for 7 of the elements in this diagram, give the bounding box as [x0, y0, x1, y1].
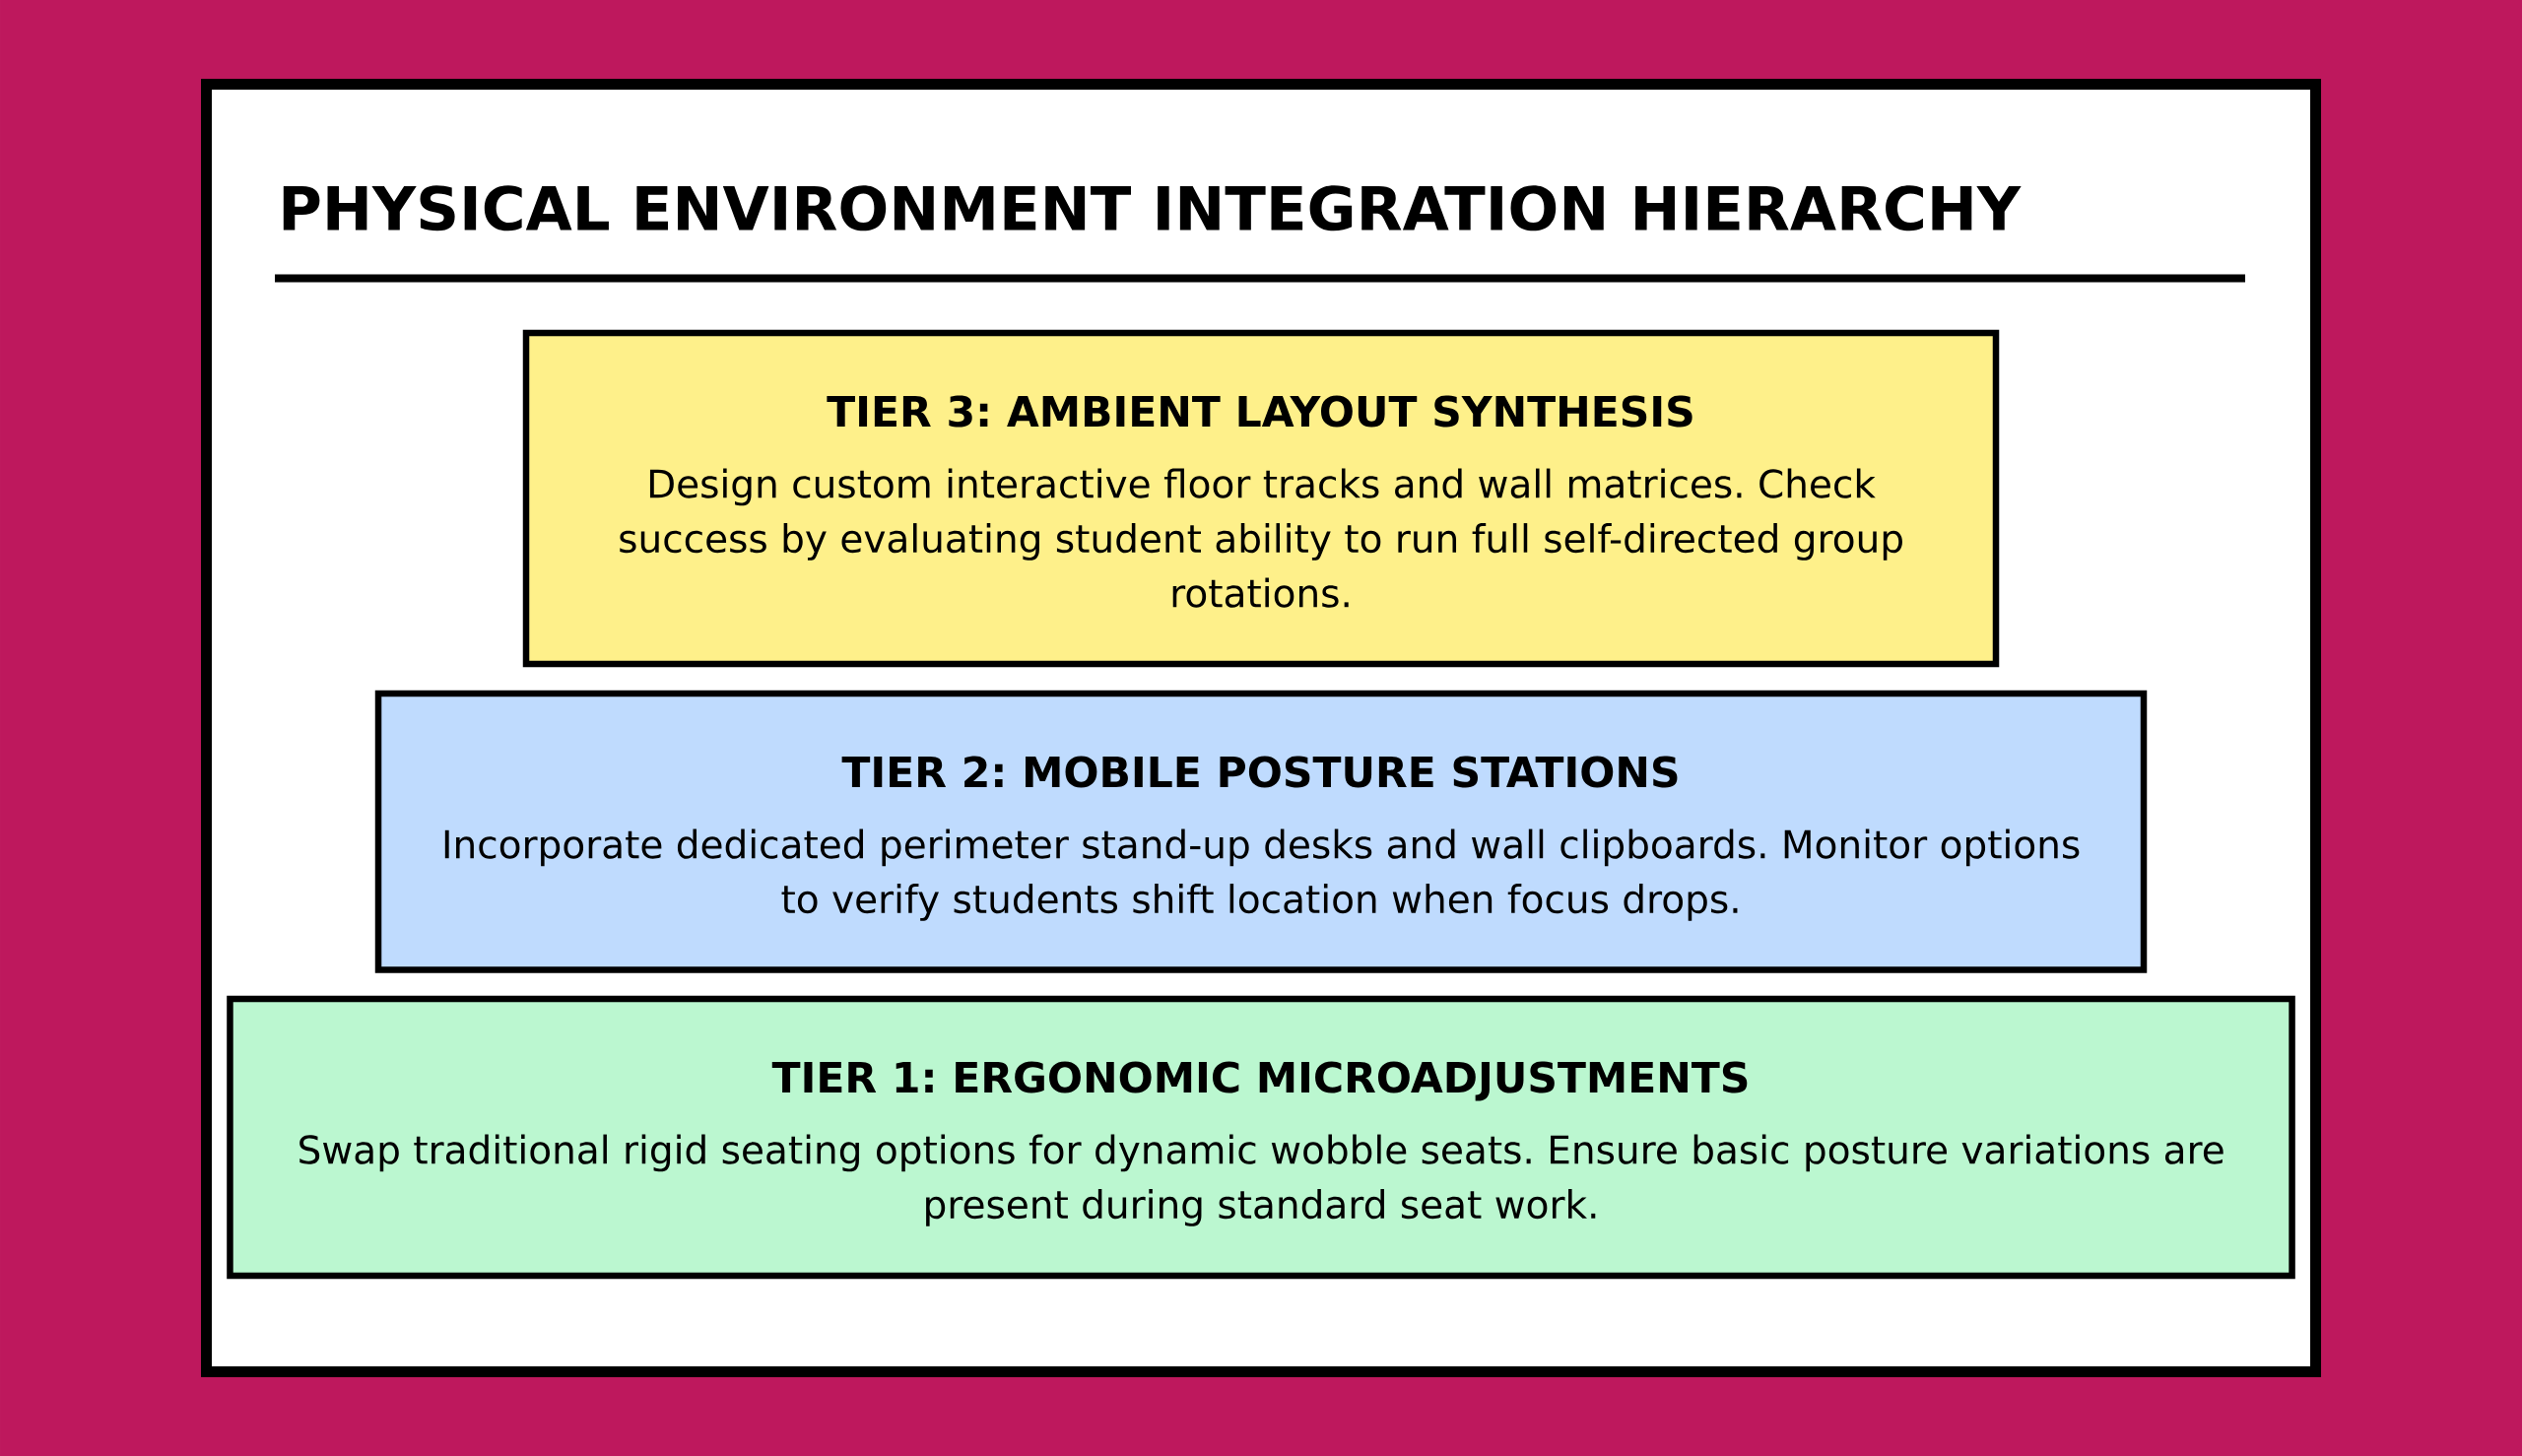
tier-description: Incorporate dedicated perimeter stand-up desks and wall clipboards. Monitor options to verify students shift location when focus drops. [444, 828, 2080, 921]
tier-description: Design custom interactive floor tracks and wall matrices. Check success by evaluating student ability to run full self-directed group rotations. [620, 468, 1902, 608]
tier-heading: TIER 1: ERGONOMIC MICROADJUSTMENTS [771, 1061, 1748, 1101]
tier-heading: TIER 3: AMBIENT LAYOUT SYNTHESIS [827, 395, 1692, 428]
title: PHYSICAL ENVIRONMENT INTEGRATION HIERARCHY [283, 185, 2022, 232]
tier-description: Swap traditional rigid seating options for dynamic wobble seats. Ensure basic posture variations are present during standard seat work. [299, 1134, 2223, 1226]
tier-heading: TIER 2: MOBILE POSTURE STATIONS [841, 756, 1678, 788]
